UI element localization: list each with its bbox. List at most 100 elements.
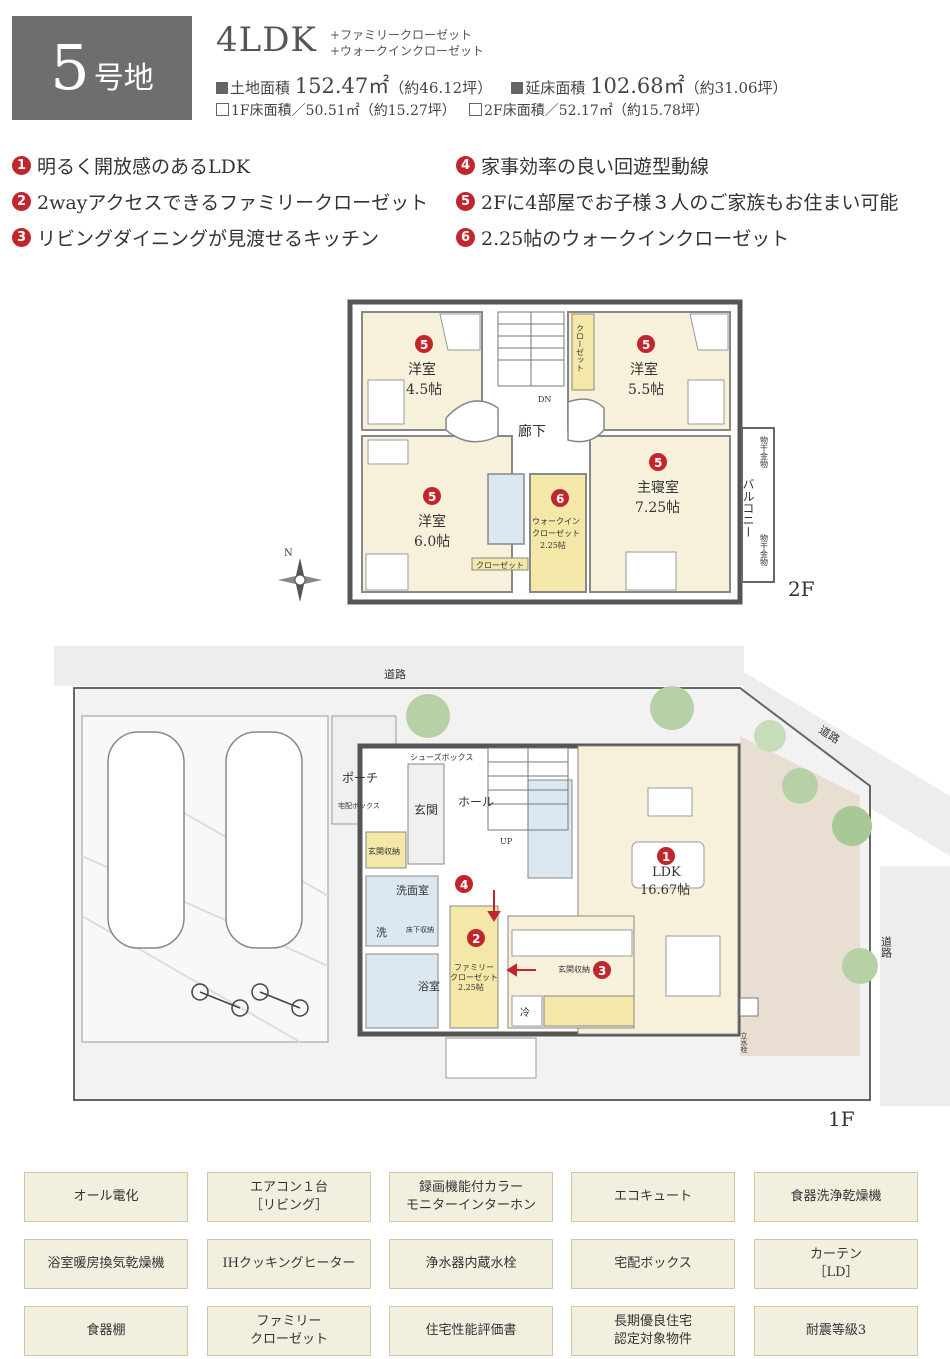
feature-text: 家事効率の良い回遊型動線 (481, 156, 710, 178)
closet-label: クローゼット (476, 560, 524, 570)
wic-label-1: ウォークイン (532, 517, 580, 526)
closet-vertical-label: クローゼット (576, 324, 585, 372)
marker-5: 5 (423, 487, 441, 505)
delivery-box-label: 宅配ボックス (338, 801, 380, 810)
svg-text:2: 2 (472, 932, 480, 946)
equipment-item: 食器棚 (24, 1306, 188, 1356)
road-corner (744, 672, 950, 856)
feature-text: 2.25帖のウォークインクローゼット (481, 228, 790, 250)
equipment-label: オール電化 (73, 1189, 139, 1205)
equipment-label: カーテン ［LD］ (809, 1247, 862, 1280)
room-western-3-size: 6.0帖 (414, 534, 450, 550)
svg-text:5: 5 (654, 456, 662, 470)
underfloor-storage-label: 床下収納 (406, 925, 434, 934)
marker-1: 1 (657, 847, 675, 865)
toilet-room (487, 473, 525, 545)
balcony-label: バルコニー (741, 478, 755, 538)
equipment-label: 長期優良住宅 認定対象物件 (613, 1314, 692, 1347)
square-open-icon (216, 103, 229, 116)
bathroom (365, 953, 439, 1029)
equipment-item: ファミリー クローゼット (207, 1306, 371, 1356)
feature-item: 4 家事効率の良い回遊型動線 (456, 152, 709, 179)
equipment-item: エアコン１台 ［リビング］ (207, 1172, 371, 1222)
balcony (741, 427, 775, 583)
compass-icon: N (278, 548, 322, 602)
equipment-label: 宅配ボックス (614, 1256, 692, 1272)
equipment-item: 録画機能付カラー モニターインターホン (389, 1172, 553, 1222)
equipment-item: 長期優良住宅 認定対象物件 (571, 1306, 735, 1356)
road-top (54, 646, 744, 686)
room-western-2-name: 洋室 (630, 361, 658, 378)
feature-number: 4 (456, 156, 475, 175)
svg-text:5: 5 (420, 338, 428, 352)
hall-label: 廊下 (518, 423, 546, 440)
svg-text:1: 1 (662, 850, 670, 864)
svg-text:3: 3 (598, 964, 606, 978)
lot-badge: 5 号地 (12, 16, 192, 120)
kitchen-cabinet (543, 995, 635, 1027)
wic-label-2: クローゼット (532, 528, 580, 538)
floor1-plan: 道路 道路 道路 ポーチ 宅配ボックス シューズボックス 玄関 玄関収納 ホール… (54, 646, 950, 1131)
equipment-item: 浄水器内蔵水栓 (389, 1239, 553, 1289)
svg-text:5: 5 (642, 338, 650, 352)
room-western-1-name: 洋室 (408, 361, 436, 378)
marker-5: 5 (415, 335, 433, 353)
feature-number: 3 (12, 228, 31, 247)
feature-number: 1 (12, 156, 31, 175)
equipment-label: 耐震等級3 (805, 1323, 867, 1339)
feature-text: リビングダイニングが見渡せるキッチン (37, 228, 380, 250)
square-filled-icon (216, 82, 228, 94)
floor2-plan: N 洋室 4.5帖 洋室 5.5帖 洋室 6.0帖 主寝室 7.25帖 廊下 ウ… (278, 299, 815, 605)
room-master-name: 主寝室 (637, 479, 679, 496)
equipment-label: エコキュート (613, 1189, 692, 1205)
faucet-label: 立水栓 (740, 1031, 748, 1054)
equipment-label: 浄水器内蔵水栓 (425, 1256, 517, 1272)
entry-step (445, 1037, 537, 1079)
room-master-size: 7.25帖 (635, 500, 680, 516)
feature-text: 2Fに4部屋でお子様３人のご家族もお住まい可能 (481, 192, 899, 214)
entrance-storage (365, 831, 407, 869)
bath-label: 浴室 (418, 979, 440, 993)
drying-rod-label-1: 物干金物 (760, 435, 769, 469)
entrance-storage-label: 玄関収納 (368, 846, 400, 856)
land-area-value: 152.47㎡ (294, 74, 390, 98)
equipment-label: 浴室暖房換気乾燥機 (47, 1256, 165, 1272)
room-western-1-size: 4.5帖 (406, 382, 442, 398)
equipment-label: 食器棚 (86, 1323, 126, 1339)
bicycle-icons (191, 983, 309, 1017)
equipment-label: 食器洗浄乾燥機 (790, 1189, 882, 1205)
garden-area (740, 736, 860, 1056)
feature-text: 2wayアクセスできるファミリークローゼット (37, 192, 429, 214)
floor1-label: 1F (828, 1107, 855, 1131)
closet-strip (471, 557, 529, 571)
feature-item: 3 リビングダイニングが見渡せるキッチン (12, 224, 379, 251)
equipment-label: IHクッキングヒーター (222, 1256, 356, 1272)
shoe-box-label: シューズボックス (410, 752, 473, 762)
road-top-label: 道路 (384, 667, 406, 681)
floor1-area: 1F床面積／50.51㎡（約15.27坪） (231, 103, 456, 119)
entrance-label: 玄関 (414, 802, 438, 817)
stairs-1f (487, 747, 569, 831)
stairs-up-label: UP (500, 837, 513, 846)
svg-text:6: 6 (556, 492, 564, 506)
lot-number: 5 (50, 31, 90, 104)
floor-area-label: 延床面積 (525, 79, 586, 97)
equipment-label: エアコン１台 ［リビング］ (249, 1180, 328, 1213)
feature-number: 6 (456, 228, 475, 247)
feature-item: 6 2.25帖のウォークインクローゼット (456, 224, 789, 251)
square-filled-icon (511, 82, 524, 94)
equipment-label: 録画機能付カラー モニターインターホン (405, 1180, 536, 1213)
plan-type: 4LDK (216, 20, 317, 60)
land-area-label: 土地面積 (230, 79, 291, 97)
equipment-item: オール電化 (24, 1172, 188, 1222)
equipment-item: カーテン ［LD］ (754, 1239, 918, 1289)
family-closet (449, 905, 499, 1029)
washroom-label: 洗面室 (396, 883, 429, 897)
stairs-dn: DN (538, 395, 551, 404)
family-closet-label-2: クローゼット (450, 972, 498, 982)
equipment-item: IHクッキングヒーター (207, 1239, 371, 1289)
faucet-post (739, 997, 759, 1017)
